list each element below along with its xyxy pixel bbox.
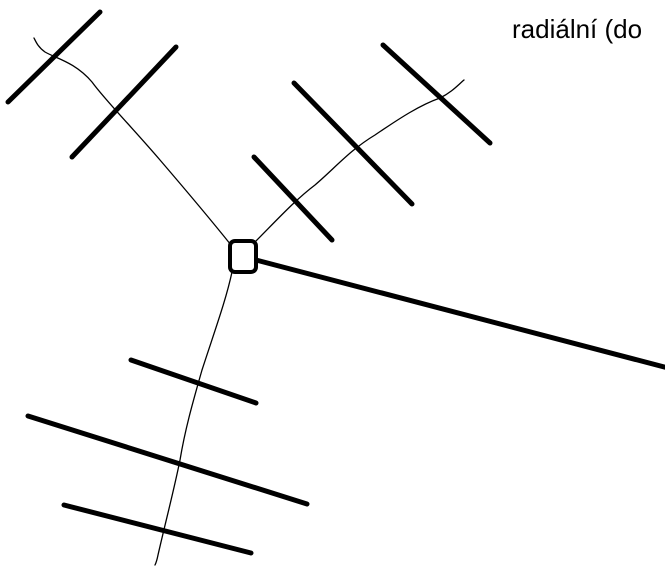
crossbar-upper-right-1 [251,154,335,243]
branch-wire-upper-right [254,79,465,243]
crossbar-upper-left-1 [5,9,103,105]
crossbar-lower-2 [25,413,310,507]
crossbar-upper-right-3 [380,42,493,146]
branch-wire-upper-left [33,37,232,246]
crossbar-upper-left-2 [69,44,179,160]
diagram-caption: radiální (do [512,14,643,44]
crossbar-upper-right-2 [291,80,415,207]
hub-node [228,239,258,274]
branch-wire-lower [154,271,233,566]
crossbar-lower-1 [128,357,259,406]
crossbar-lower-3 [61,502,254,556]
main-feeder-line [253,257,665,370]
